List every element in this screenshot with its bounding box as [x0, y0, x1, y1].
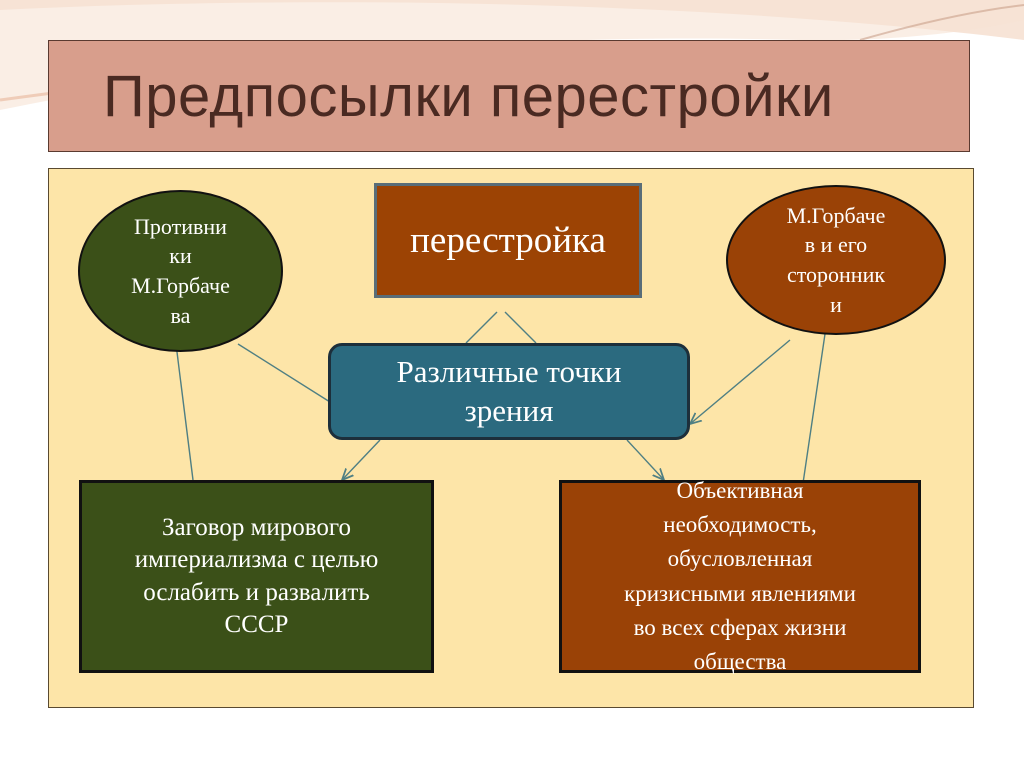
opponents-node: Противни ки М.Горбаче ва [78, 190, 283, 352]
page-title: Предпосылки перестройки [103, 63, 834, 129]
conspiracy-label: Заговор мирового империализма с целью ос… [134, 513, 379, 639]
perestroika-node: перестройка [374, 183, 642, 298]
viewpoints-label: Различные точки зрения [396, 353, 622, 428]
supporters-label: М.Горбаче в и его сторонник и [786, 202, 886, 317]
connector-left-ellipse-to-middle [237, 343, 331, 403]
opponents-label: Противни ки М.Горбаче ва [131, 213, 230, 328]
connector-perestroika-right [504, 311, 537, 344]
objective-necessity-node: Объективная необходимость, обусловленная… [559, 478, 921, 674]
conspiracy-node: Заговор мирового империализма с целью ос… [79, 480, 434, 673]
perestroika-label: перестройка [410, 220, 606, 261]
connector-perestroika-left [465, 311, 498, 344]
connector-right-ellipse-to-right-box [801, 333, 826, 491]
connector-middle-to-left-box [342, 439, 381, 480]
connector-right-ellipse-to-middle [690, 339, 791, 424]
connector-middle-to-right-box [626, 439, 664, 480]
viewpoints-node: Различные точки зрения [328, 343, 690, 440]
supporters-node: М.Горбаче в и его сторонник и [726, 185, 946, 335]
title-banner: Предпосылки перестройки [48, 40, 970, 152]
objective-necessity-label: Объективная необходимость, обусловленная… [624, 478, 856, 674]
